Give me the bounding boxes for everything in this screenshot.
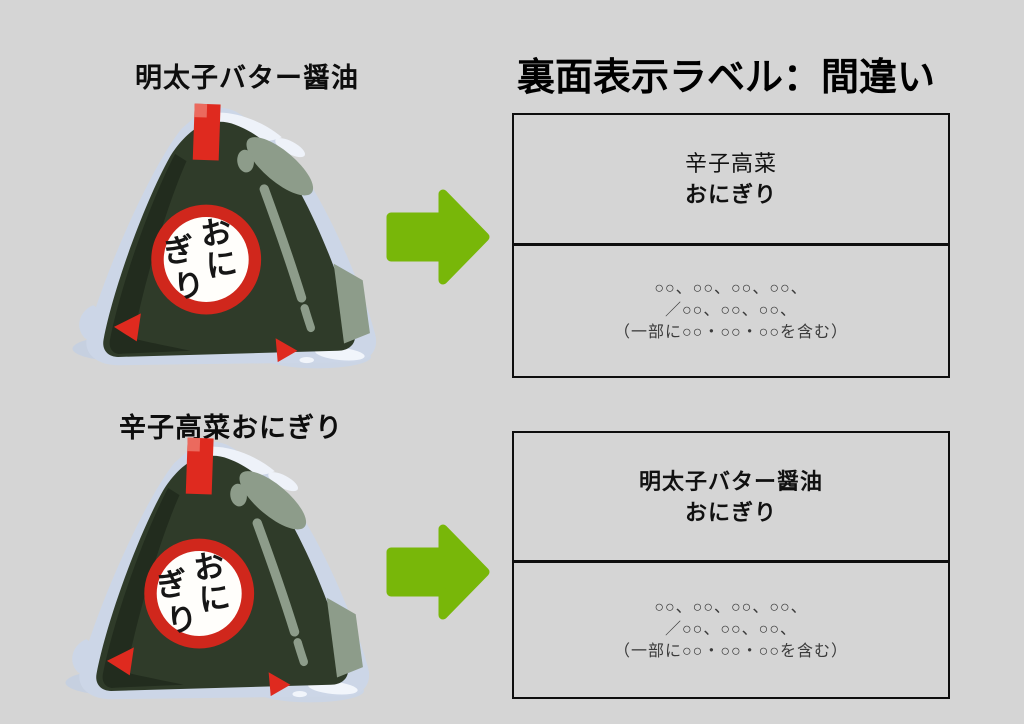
onigiri-illustration-2 [57,436,387,721]
ingredients-line: ／○○、○○、○○、 [665,621,797,638]
ingredients-section: ○○、○○、○○、○○、 ／○○、○○、○○、 （一部に○○・○○・○○を含む） [514,246,948,376]
product-name-section: 明太子バター醤油 おにぎり [514,433,948,563]
ingredients-line: （一部に○○・○○・○○を含む） [614,324,848,341]
product-name-line1: 辛子高菜 [684,151,777,176]
onigiri-2-front-label: 辛子高菜おにぎり [119,413,343,443]
onigiri-1-front-label: 明太子バター醤油 [135,63,359,93]
back-label-box-2: 明太子バター醤油 おにぎり ○○、○○、○○、○○、 ／○○、○○、○○、 （一… [512,431,950,699]
product-name-line2: おにぎり [684,499,777,525]
right-arrow-icon [381,519,494,625]
product-name-line2: おにぎり [684,182,777,207]
right-arrow-icon [381,184,494,290]
ingredients-section: ○○、○○、○○、○○、 ／○○、○○、○○、 （一部に○○・○○・○○を含む） [514,563,948,697]
back-label-box-1: 辛子高菜 おにぎり ○○、○○、○○、○○、 ／○○、○○、○○、 （一部に○○… [512,113,950,378]
page-title: 裏面表示ラベル：間違い [516,57,935,99]
ingredients-line: ○○、○○、○○、○○、 [654,280,808,297]
product-name-line1: 明太子バター醤油 [638,468,823,494]
ingredients-line: ○○、○○、○○、○○、 [654,599,808,616]
onigiri-illustration-1 [64,102,394,387]
ingredients-line: （一部に○○・○○・○○を含む） [614,643,848,660]
product-name-section: 辛子高菜 おにぎり [514,115,948,246]
ingredients-line: ／○○、○○、○○、 [665,302,797,319]
